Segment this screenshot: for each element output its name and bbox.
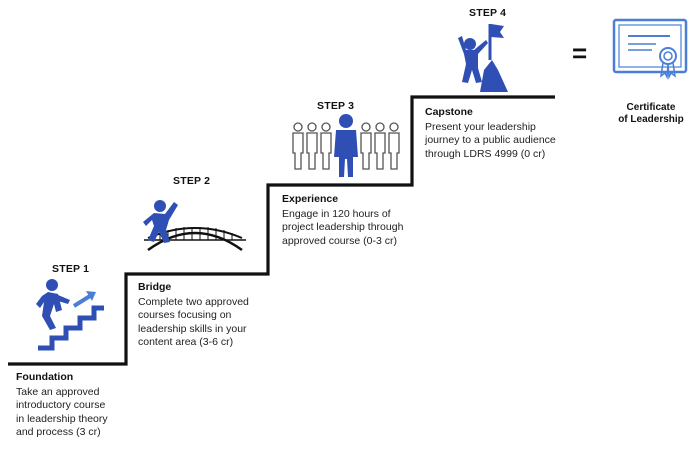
step-2-line: Complete two approved [138,295,249,308]
step-3-title: Experience [282,193,339,205]
step-3-line: Engage in 120 hours of [282,207,391,220]
step-1-description: Foundation Take an approved introductory… [16,371,108,440]
summit-flag-icon [458,24,508,92]
step-4-description: Capstone Present your leadership journey… [425,106,556,161]
leader-in-crowd-icon [292,114,400,177]
certificate-caption: Certificate of Leadership [606,102,696,126]
step-1-line: in leadership theory [16,412,108,425]
step-1-line: and process (3 cr) [16,426,101,438]
step-3-description: Experience Engage in 120 hours of projec… [282,193,403,248]
step-2-line: content area (3-6 cr) [138,336,234,348]
step-1-line: Take an approved [16,385,100,398]
step-2-title: Bridge [138,281,172,293]
equals-sign: = [572,38,588,68]
certificate-caption-line: of Leadership [618,114,684,125]
step-1-label: STEP 1 [52,263,90,275]
climbing-stairs-icon [36,279,104,351]
step-4-line: Present your leadership [425,120,536,133]
certificate-caption-line: Certificate [626,102,676,113]
step-1-line: introductory course [16,399,106,411]
step-1-title: Foundation [16,371,74,383]
step-2-line: courses focusing on [138,309,232,321]
step-2-label: STEP 2 [173,175,211,187]
step-4-line: through LDRS 4999 (0 cr) [425,147,546,160]
step-4-label: STEP 4 [469,7,507,19]
step-4-title: Capstone [425,106,473,118]
step-2-description: Bridge Complete two approved courses foc… [138,281,249,350]
step-3-label: STEP 3 [317,100,355,112]
crossing-bridge-icon [143,200,246,252]
step-2-line: leadership skills in your [138,322,247,335]
step-4-line: journey to a public audience [425,134,556,146]
step-3-line: approved course (0-3 cr) [282,234,397,247]
certificate-icon [612,18,688,80]
step-3-line: project leadership through [282,221,404,233]
